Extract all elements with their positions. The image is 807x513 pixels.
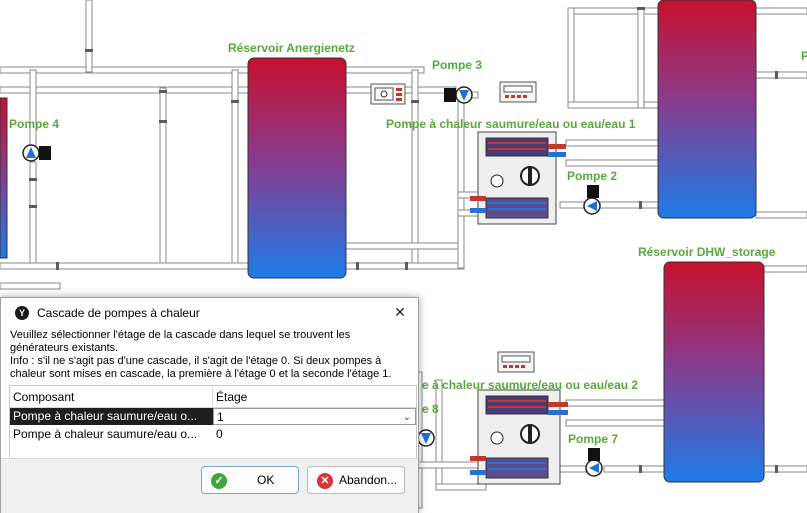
pipe xyxy=(159,87,167,269)
cancel-button[interactable]: ✕ Abandon... xyxy=(307,466,405,494)
pipe-joint xyxy=(775,71,778,79)
pipe xyxy=(0,66,249,74)
pipe xyxy=(637,7,645,109)
pipe xyxy=(85,0,93,73)
pipe xyxy=(565,399,665,407)
pipe xyxy=(755,71,807,79)
tank-dhw-storage[interactable] xyxy=(663,261,765,483)
pipe-joint xyxy=(159,120,167,123)
pipe xyxy=(435,483,487,491)
pump-2-icon[interactable] xyxy=(583,185,601,215)
column-header-component[interactable]: Composant xyxy=(10,386,213,408)
pipe xyxy=(0,86,249,94)
pipe xyxy=(755,7,807,15)
pipe-joint xyxy=(405,262,408,270)
pump-4-icon[interactable] xyxy=(22,144,51,162)
heat-pump-1[interactable] xyxy=(470,131,566,225)
pipe xyxy=(565,139,659,147)
table-row[interactable]: Pompe à chaleur saumure/eau o... 0 xyxy=(10,426,416,443)
chevron-down-icon[interactable]: ⌄ xyxy=(402,412,411,423)
pipe xyxy=(0,282,61,290)
label-pump-8: e 8 xyxy=(422,402,439,416)
heat-pump-2[interactable] xyxy=(470,389,568,485)
pipe-joint xyxy=(639,465,642,473)
label-pump-2: Pompe 2 xyxy=(567,169,618,183)
checkmark-icon: ✓ xyxy=(211,473,227,489)
pipe-joint xyxy=(159,90,167,93)
label-pump-3: Pompe 3 xyxy=(432,58,483,72)
cancel-label: Abandon... xyxy=(339,473,398,487)
pipe-joint xyxy=(356,262,359,270)
row-component: Pompe à chaleur saumure/eau o... xyxy=(13,427,198,441)
cascade-table: Composant Étage Pompe à chaleur saumure/… xyxy=(9,385,417,461)
label-pump-7: Pompe 7 xyxy=(568,432,619,446)
pipe xyxy=(763,465,807,473)
pipe-joint xyxy=(29,205,37,208)
pipe xyxy=(565,419,665,427)
pipe-joint xyxy=(411,100,419,103)
pipe xyxy=(231,69,239,269)
message-line: Info : s'il ne s'agit pas d'une cascade,… xyxy=(10,355,382,367)
label-reservoir-anergienetz: Réservoir Anergienetz xyxy=(228,41,355,55)
pipe xyxy=(763,265,807,273)
label-reservoir-dhw: Réservoir DHW_storage xyxy=(638,245,776,259)
tank-anergienetz[interactable] xyxy=(247,57,347,279)
label-cut-top-right: P xyxy=(801,49,807,63)
stage-value: 1 xyxy=(217,410,224,424)
message-line: générateurs existants. xyxy=(10,342,119,354)
dialog-titlebar[interactable]: Y Cascade de pompes à chaleur ✕ xyxy=(1,298,418,327)
table-row[interactable]: Pompe à chaleur saumure/eau o... 1 ⌄ xyxy=(10,408,416,425)
pipe xyxy=(29,69,37,151)
pipe xyxy=(415,461,487,469)
pump-3-icon[interactable] xyxy=(444,86,473,104)
pipe xyxy=(599,201,659,209)
cascade-dialog: Y Cascade de pompes à chaleur ✕ Veuillez… xyxy=(0,297,419,513)
row-component: Pompe à chaleur saumure/eau o... xyxy=(10,408,213,425)
message-line: chaleur sont mises en cascade, la premiè… xyxy=(10,368,392,380)
pipe xyxy=(29,161,37,269)
stage-value[interactable]: 0 xyxy=(216,427,223,441)
pump-7-icon[interactable] xyxy=(585,448,603,477)
tank-top-right[interactable] xyxy=(657,0,757,219)
pipe xyxy=(559,201,585,209)
pipe xyxy=(0,262,249,270)
label-heat-pump-1: Pompe à chaleur saumure/eau ou eau/eau 1 xyxy=(386,117,636,131)
close-icon[interactable]: ✕ xyxy=(394,304,406,320)
pipe xyxy=(755,211,807,219)
pipe xyxy=(411,69,419,269)
pump-8-icon[interactable] xyxy=(417,429,435,447)
column-header-stage[interactable]: Étage xyxy=(213,386,416,408)
controller-display-2[interactable] xyxy=(497,351,535,373)
pipe-joint xyxy=(29,178,37,181)
pipe xyxy=(567,7,575,109)
label-heat-pump-2: e à chaleur saumure/eau ou eau/eau 2 xyxy=(422,378,639,392)
controller-thermostat[interactable] xyxy=(370,83,406,105)
ok-label: OK xyxy=(257,473,275,487)
pipe xyxy=(559,465,587,473)
pipe-joint xyxy=(637,7,645,10)
app-logo-icon: Y xyxy=(15,306,29,320)
pipe xyxy=(345,242,465,250)
cancel-x-icon: ✕ xyxy=(317,473,333,489)
tank-left-partial xyxy=(0,97,8,259)
dialog-button-bar: ✓ OK ✕ Abandon... xyxy=(1,458,418,513)
label-pump-4: Pompe 4 xyxy=(9,117,60,131)
pipe-joint xyxy=(775,465,778,473)
dialog-title: Cascade de pompes à chaleur xyxy=(37,306,200,320)
pipe-joint xyxy=(56,262,59,270)
ok-button[interactable]: ✓ OK xyxy=(201,466,299,494)
pipe xyxy=(603,465,665,473)
pipe-joint xyxy=(639,201,642,209)
pipe-joint xyxy=(231,100,239,103)
stage-select[interactable]: 1 ⌄ xyxy=(213,408,416,425)
pipe xyxy=(565,159,659,167)
pipe xyxy=(435,379,443,491)
controller-display-1[interactable] xyxy=(499,81,537,103)
message-line: Veuillez sélectionner l'étage de la casc… xyxy=(10,329,351,341)
dialog-message: Veuillez sélectionner l'étage de la casc… xyxy=(10,329,410,381)
pipe-joint xyxy=(85,49,93,52)
